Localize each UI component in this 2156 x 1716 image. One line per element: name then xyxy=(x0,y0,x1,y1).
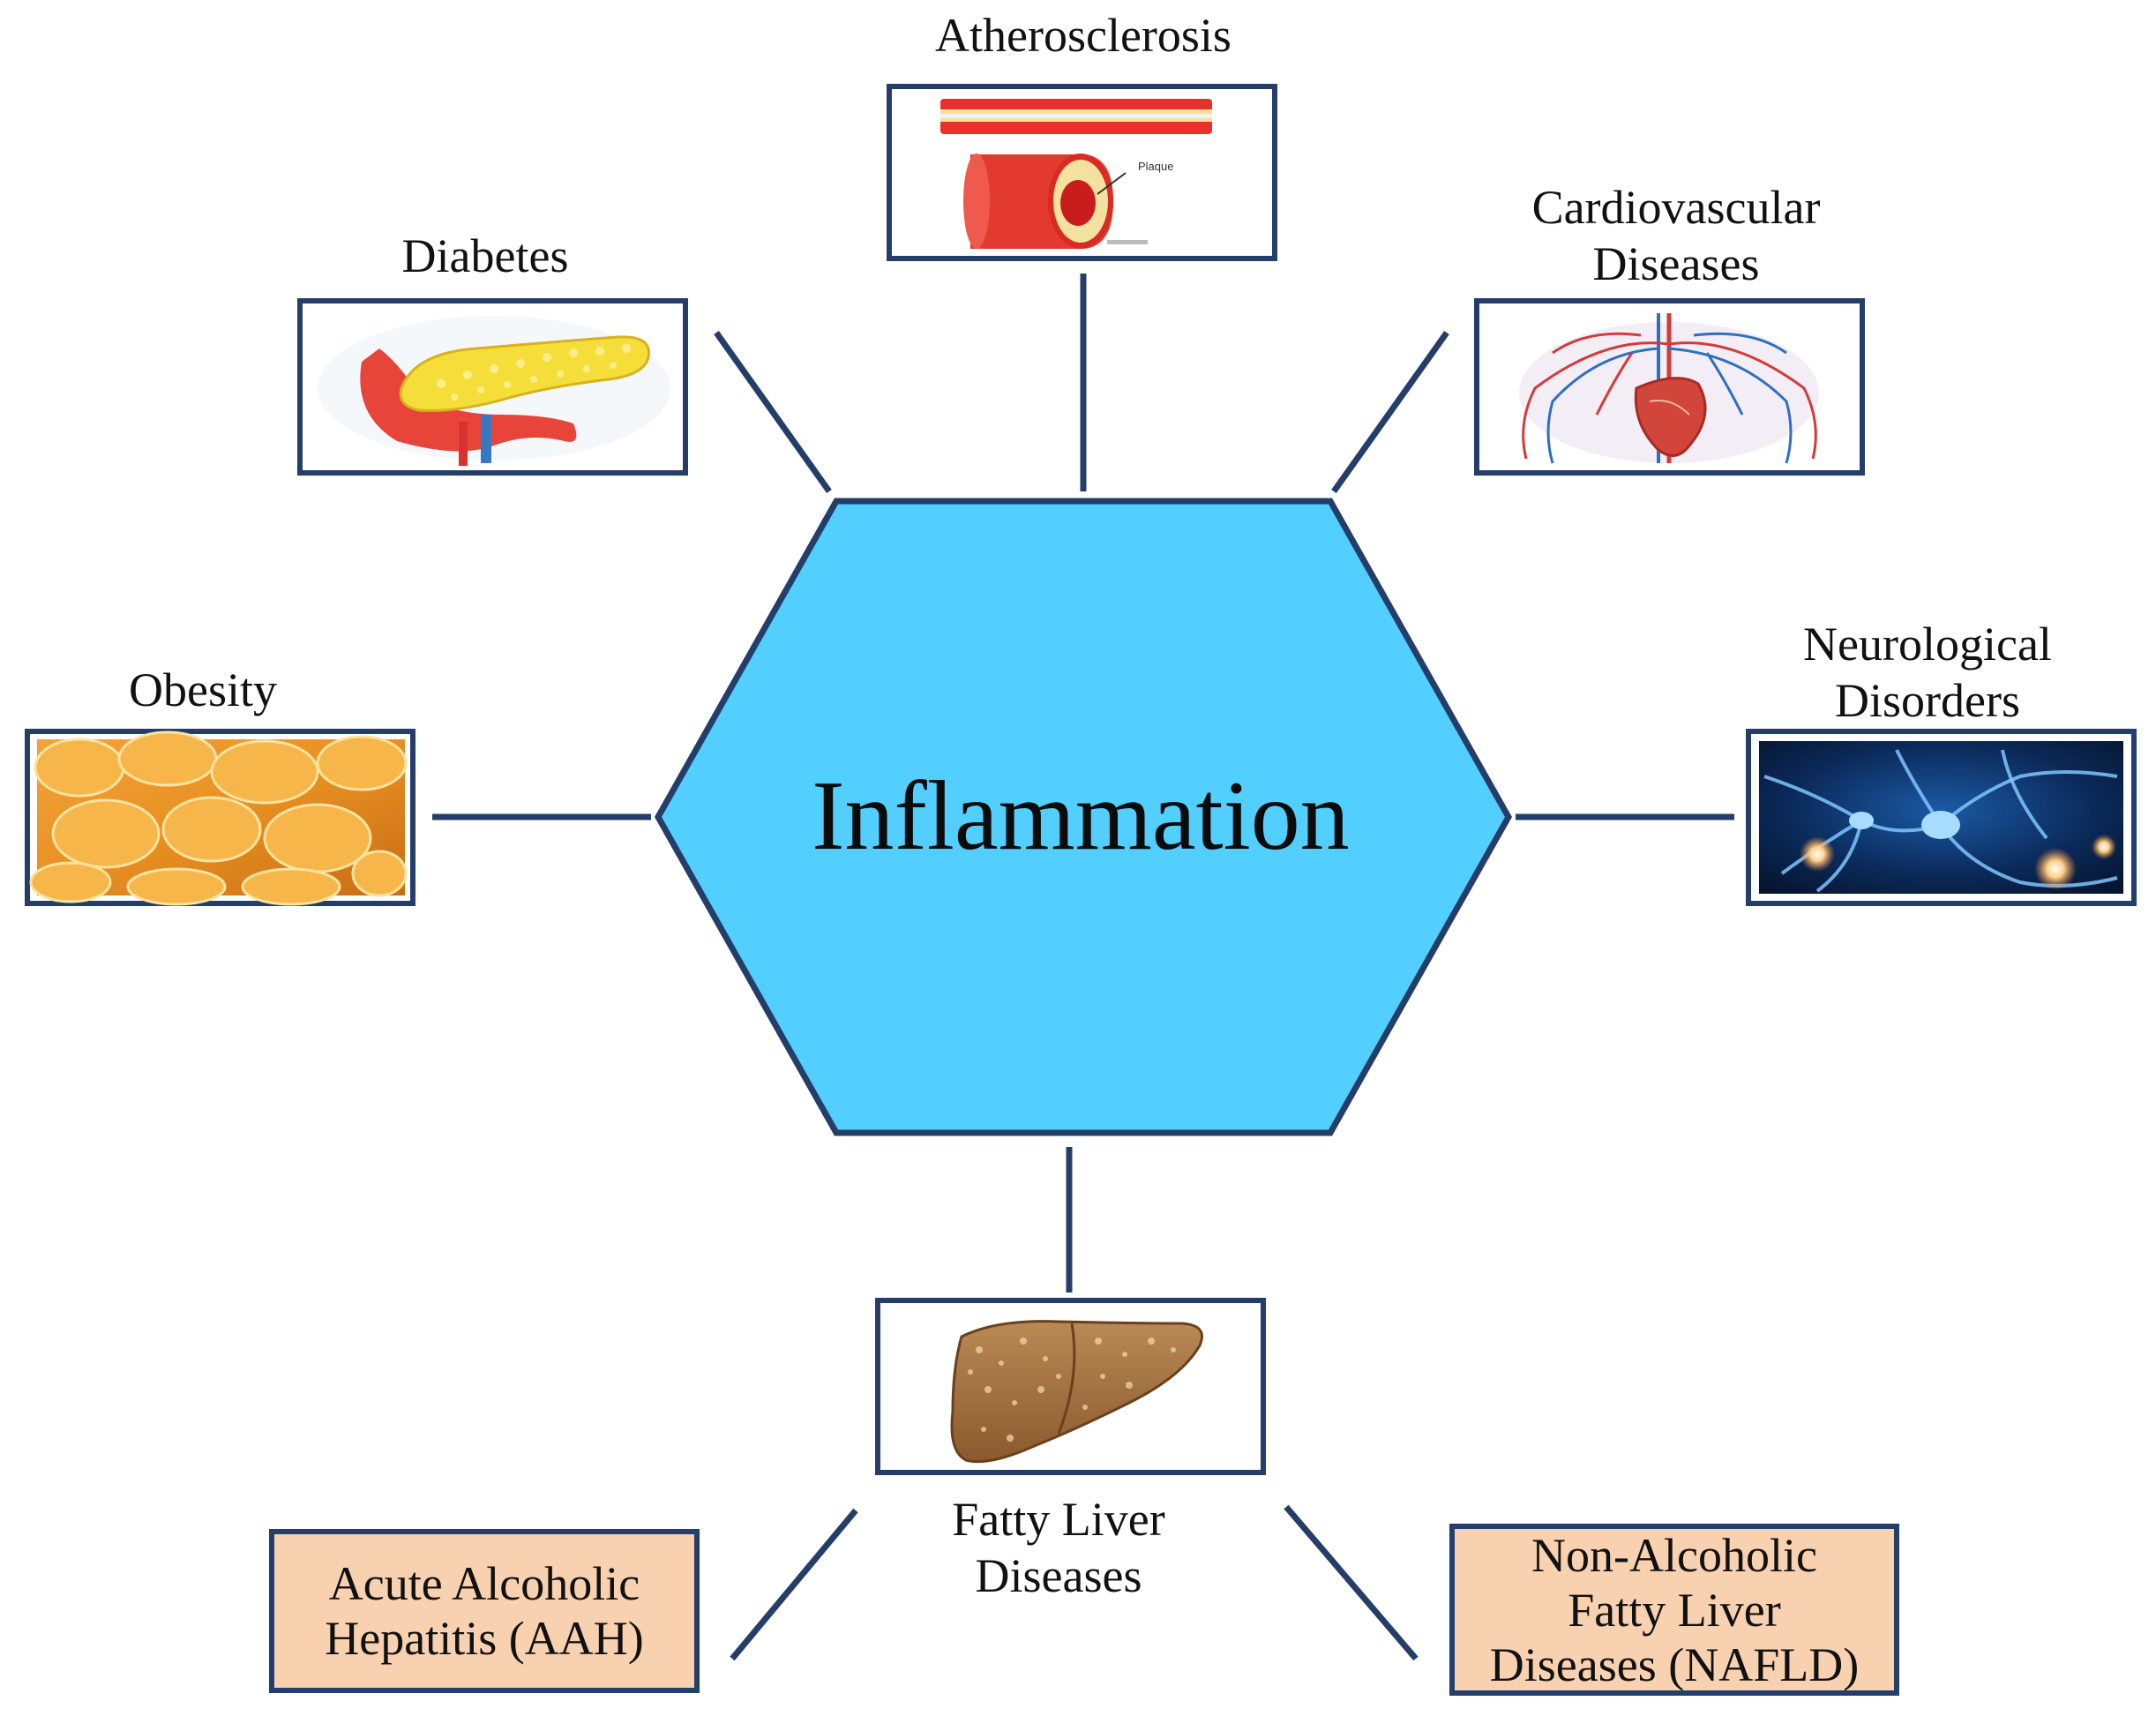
cardiovascular-label: Cardiovascular Diseases xyxy=(1531,181,1821,290)
neurological-box xyxy=(1746,729,2137,906)
aah-box: Acute Alcoholic Hepatitis (AAH) xyxy=(269,1529,700,1693)
obesity-box xyxy=(25,729,415,906)
inflammation-hexagon xyxy=(654,498,1513,1136)
connector-aah xyxy=(730,1508,858,1661)
fatty-liver-box xyxy=(875,1298,1266,1475)
connector-cardiovascular xyxy=(1331,330,1449,494)
artery-plaque-icon: Plaque xyxy=(940,99,1212,249)
fat-tissue-icon xyxy=(29,731,408,906)
fatty-liver-icon xyxy=(950,1320,1203,1464)
heart-vessels-icon xyxy=(1519,313,1819,464)
connector-nafld xyxy=(1284,1504,1419,1661)
neurons-icon xyxy=(1759,741,2123,894)
cardiovascular-box xyxy=(1474,298,1865,476)
plaque-caption: Plaque xyxy=(1138,160,1173,173)
nafld-box: Non-Alcoholic Fatty Liver Diseases (NAFL… xyxy=(1449,1524,1899,1696)
atherosclerosis-label: Atherosclerosis xyxy=(935,9,1231,62)
inflammation-label: Inflammation xyxy=(812,761,1350,871)
pancreas-icon xyxy=(318,316,670,466)
obesity-label: Obesity xyxy=(129,663,277,716)
connector-diabetes xyxy=(714,330,832,494)
neurological-label: Neurological Disorders xyxy=(1803,618,2052,727)
diabetes-label: Diabetes xyxy=(401,229,569,282)
fatty-liver-label: Fatty Liver Diseases xyxy=(952,1493,1165,1602)
atherosclerosis-box: Plaque xyxy=(887,84,1277,261)
connectors xyxy=(432,274,1734,1661)
diabetes-box xyxy=(297,298,688,476)
